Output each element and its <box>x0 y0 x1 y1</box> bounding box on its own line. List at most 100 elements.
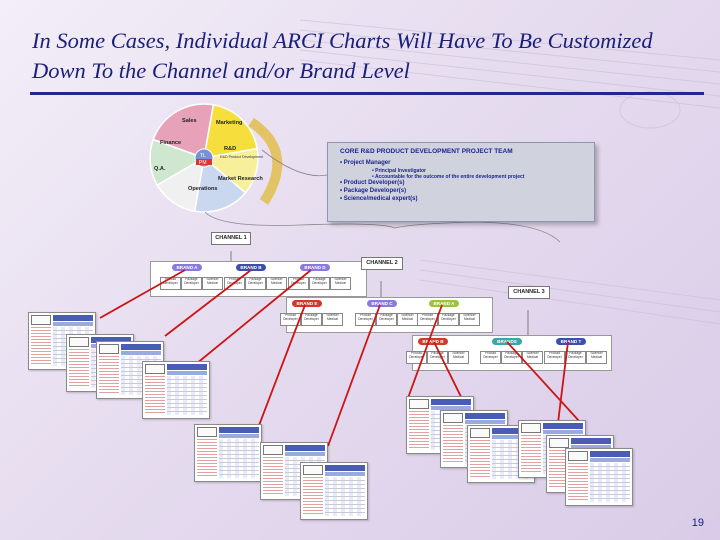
arci-chart-thumbnail <box>142 361 210 419</box>
core-team-item: • Principal Investigator <box>372 167 426 174</box>
sheet-header <box>521 423 541 433</box>
arci-connector-3 <box>257 304 306 429</box>
sheet-subband <box>219 434 259 438</box>
wheel-rd-sublabel: R&D Product Development <box>220 155 263 159</box>
sheet-row-labels <box>31 327 51 366</box>
wheel-segment-3 <box>193 156 247 213</box>
sheet-band <box>325 465 365 471</box>
wheel-label: Operations <box>188 186 218 192</box>
role-box: Science/ Medical <box>522 351 543 364</box>
role-box: Science/ Medical <box>322 313 343 326</box>
slide-title: In Some Cases, Individual ARCI Charts Wi… <box>32 28 653 83</box>
core-team-heading: CORE R&D PRODUCT DEVELOPMENT PROJECT TEA… <box>340 148 513 155</box>
sheet-subband <box>121 351 161 355</box>
sheet-band <box>285 445 325 451</box>
wheel-label: Q.A. <box>154 166 166 172</box>
sheet-subband <box>167 371 207 375</box>
channel-box-3: CHANNEL 3 <box>508 286 550 299</box>
sheet-band <box>465 413 505 419</box>
brand-pill: BRANDS <box>492 338 522 345</box>
core-team-list: • Project Manager• Principal Investigato… <box>340 160 524 204</box>
wheel-label: Marketing <box>216 120 243 126</box>
wheel-outer-arc <box>248 117 283 205</box>
brand-pill: BRAND B <box>236 264 266 271</box>
sheet-grid <box>325 477 365 516</box>
role-box: Product Developer <box>480 351 501 364</box>
sheet-subband <box>543 430 583 434</box>
sheet-row-labels <box>521 435 541 474</box>
sheet-row-labels <box>303 477 323 516</box>
arci-chart-thumbnail <box>565 448 633 506</box>
sheet-subband <box>285 452 325 456</box>
brand-pill: BRAND D <box>300 264 330 271</box>
role-box: Package Developer <box>301 313 322 326</box>
sheet-band <box>167 364 207 370</box>
sheet-header <box>568 451 588 461</box>
sheet-header <box>145 364 165 374</box>
sheet-band <box>91 337 131 343</box>
wheel-segment-6 <box>153 138 205 159</box>
wheel-pm-box <box>196 159 212 165</box>
brand-pill: BRAND E <box>292 300 322 307</box>
sheet-band <box>590 451 630 457</box>
sheet-header <box>470 428 490 438</box>
sheet-header <box>197 427 217 437</box>
sheet-band <box>492 428 532 434</box>
wheel-label: R&D <box>224 146 236 152</box>
sheet-band <box>543 423 583 429</box>
sheet-band <box>571 438 611 444</box>
role-box: Package Developer <box>438 313 459 326</box>
sheet-subband <box>53 322 93 326</box>
brand-pill: BRAND A <box>172 264 202 271</box>
arci-connector-0 <box>99 269 186 319</box>
sheet-header <box>31 315 51 325</box>
wheel-segment-1 <box>203 103 259 159</box>
sheet-row-labels <box>568 463 588 502</box>
arci-connector-2 <box>195 269 312 365</box>
brand-pill: BRAND T <box>556 338 586 345</box>
sheet-row-labels <box>549 450 569 489</box>
wheel-center-bottom: PM <box>199 160 207 166</box>
page-number: 19 <box>691 517 704 529</box>
sheet-row-labels <box>69 349 89 388</box>
core-team-item: • Product Developer(s) <box>340 180 405 187</box>
sheet-row-labels <box>409 411 429 450</box>
sheet-row-labels <box>99 356 119 395</box>
arci-connector-7 <box>506 341 581 423</box>
sheet-header <box>263 445 283 455</box>
sheet-header <box>69 337 89 347</box>
core-team-item: • Accountable for the outcome of the ent… <box>372 174 525 180</box>
wheel-label: Finance <box>160 140 181 146</box>
sheet-band <box>121 344 161 350</box>
brand-pill: BRAND B <box>418 338 448 345</box>
sheet-subband <box>492 435 532 439</box>
arci-chart-thumbnail <box>300 462 368 520</box>
sheet-header <box>409 399 429 409</box>
sheet-grid <box>590 463 630 502</box>
sheet-subband <box>590 458 630 462</box>
role-box: Package Developer <box>181 277 202 290</box>
title-rule <box>30 92 704 95</box>
sheet-band <box>53 315 93 321</box>
role-box: Science/ Medical <box>459 313 480 326</box>
sheet-row-labels <box>443 425 463 464</box>
role-box: Product Developer <box>280 313 301 326</box>
core-team-item: • Science/medical expert(s) <box>340 195 418 202</box>
role-box: Science/ Medical <box>266 277 287 290</box>
channel-box-2: CHANNEL 2 <box>361 257 403 270</box>
arci-connector-5 <box>407 304 443 399</box>
role-box: Science/ Medical <box>586 351 607 364</box>
sheet-subband <box>571 445 611 449</box>
core-team-item: • Package Developer(s) <box>340 188 407 194</box>
role-box: Science/ Medical <box>330 277 351 290</box>
role-box: Package Developer <box>309 277 330 290</box>
core-team-item: • Project Manager <box>340 160 391 166</box>
sheet-header <box>549 438 569 448</box>
sheet-header <box>443 413 463 423</box>
role-box: Science/ Medical <box>202 277 223 290</box>
sheet-header <box>303 465 323 475</box>
